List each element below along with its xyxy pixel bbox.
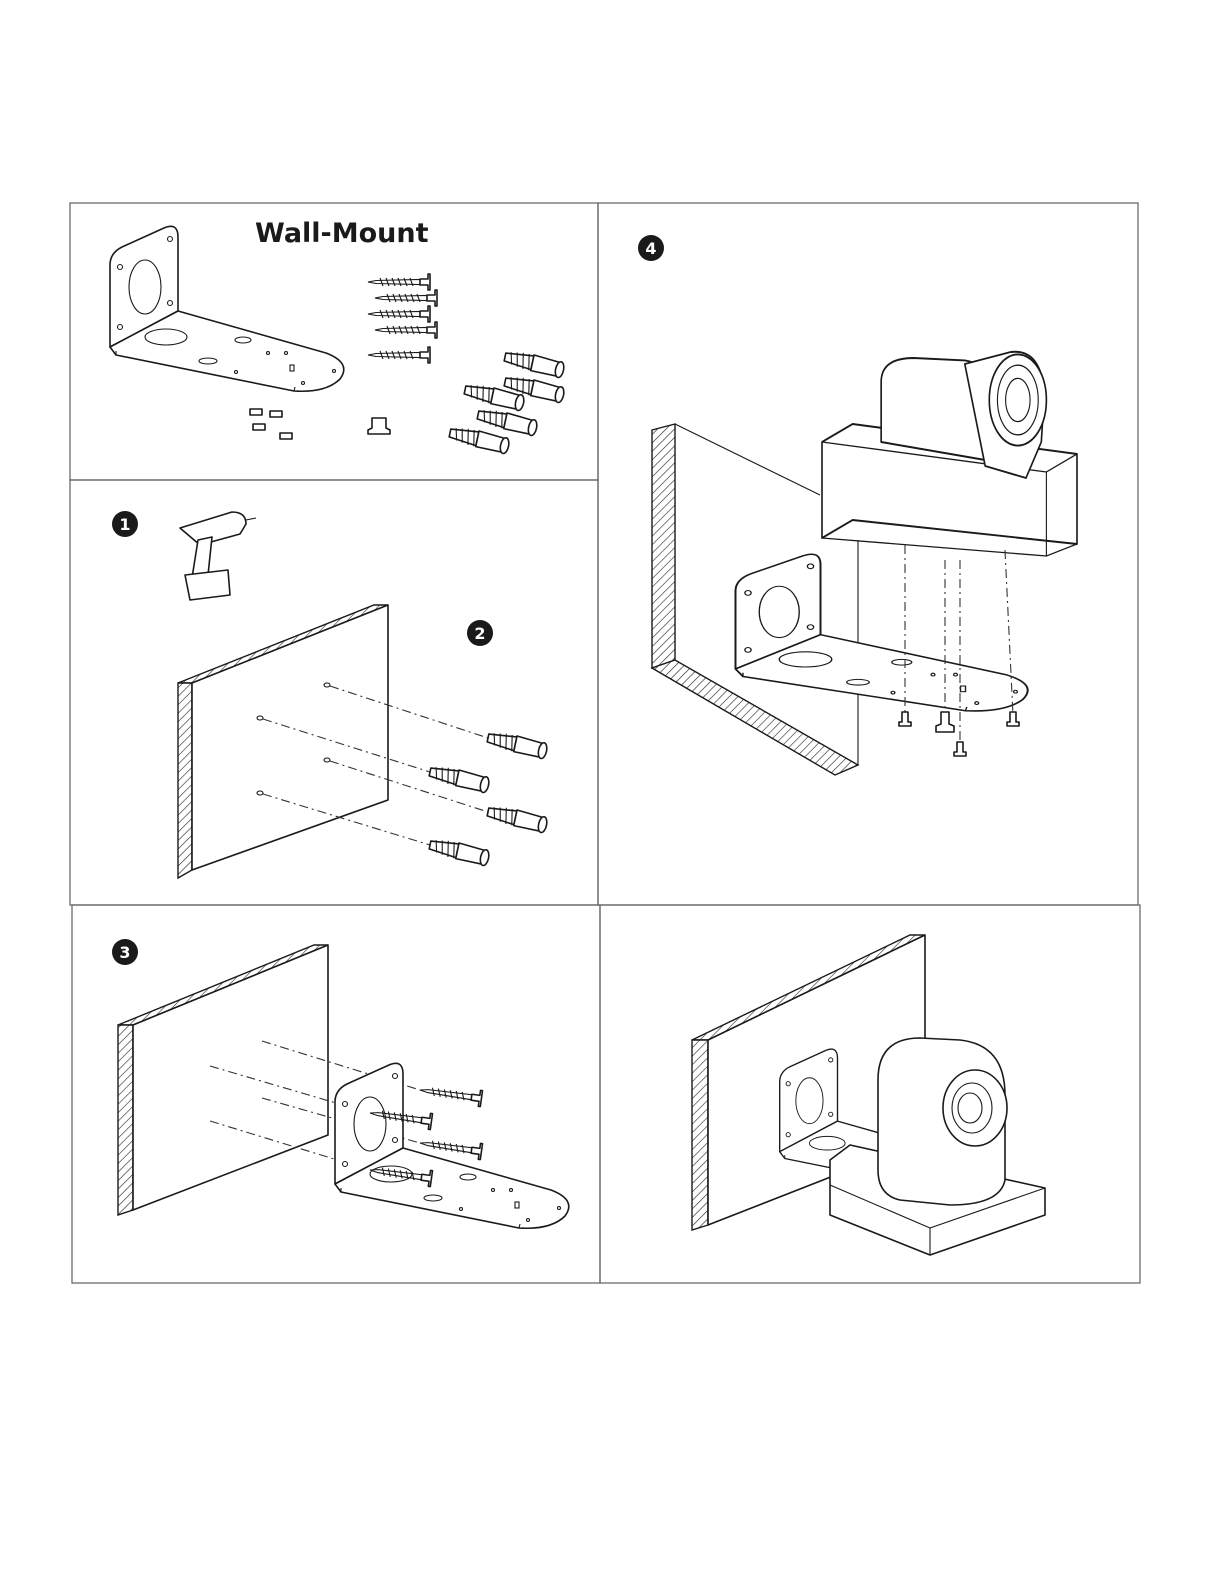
small-screws-icon <box>899 712 1019 756</box>
svg-text:2: 2 <box>474 624 485 643</box>
step-3-panel: 3 <box>112 939 569 1228</box>
step-2-badge: 2 <box>467 620 493 646</box>
step-4-badge: 4 <box>638 235 664 261</box>
alignment-lines <box>905 545 1013 745</box>
wall-icon <box>118 945 328 1215</box>
bracket-icon <box>110 226 344 391</box>
step-4-panel: 4 <box>638 235 1077 775</box>
parts-panel: Wall-Mount <box>110 218 565 454</box>
final-panel <box>692 935 1045 1255</box>
panel-title: Wall-Mount <box>255 218 429 249</box>
small-screws-icon <box>250 409 390 439</box>
drill-icon <box>180 512 256 600</box>
svg-text:3: 3 <box>119 943 130 962</box>
screw-icon <box>368 274 437 363</box>
step-1-badge: 1 <box>112 511 138 537</box>
wall-anchor-icon <box>448 349 565 454</box>
svg-text:1: 1 <box>119 515 130 534</box>
svg-text:4: 4 <box>645 239 656 258</box>
step-1-2-panel: 1 2 <box>112 511 548 878</box>
bracket-icon <box>736 554 1028 711</box>
wall-icon <box>178 605 388 878</box>
step-3-badge: 3 <box>112 939 138 965</box>
camera-icon <box>822 352 1077 556</box>
